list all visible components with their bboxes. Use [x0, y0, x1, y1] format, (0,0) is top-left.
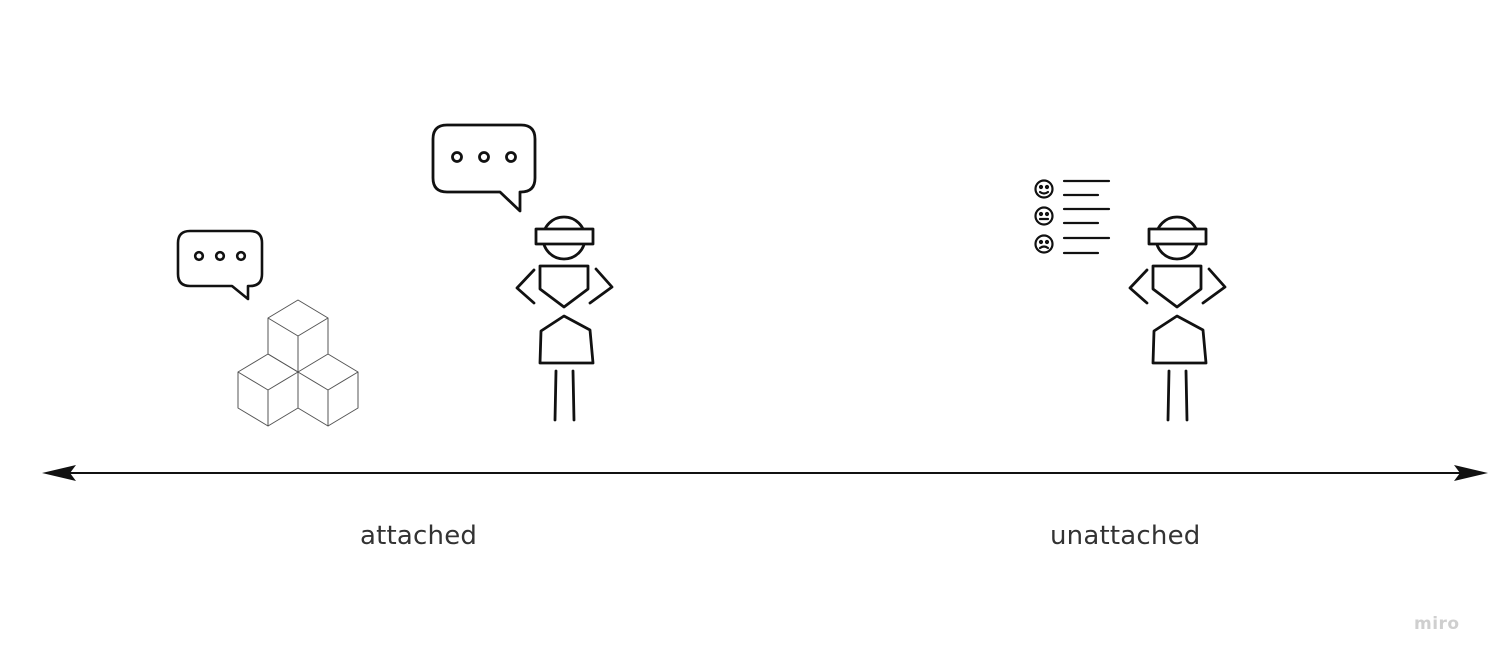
- speech-bubble-large-icon: [431, 123, 537, 213]
- axis-label-attached: attached: [360, 521, 478, 551]
- axis-label-unattached: unattached: [1050, 521, 1201, 551]
- feedback-list-icon: [1034, 179, 1111, 255]
- miro-watermark: miro: [1414, 614, 1460, 634]
- double-arrow-icon: [42, 465, 1488, 481]
- person-figure-left-icon: [515, 215, 614, 422]
- speech-bubble-small-icon: [176, 229, 264, 301]
- cube-stack-icon: [237, 299, 359, 427]
- person-figure-right-icon: [1128, 215, 1227, 422]
